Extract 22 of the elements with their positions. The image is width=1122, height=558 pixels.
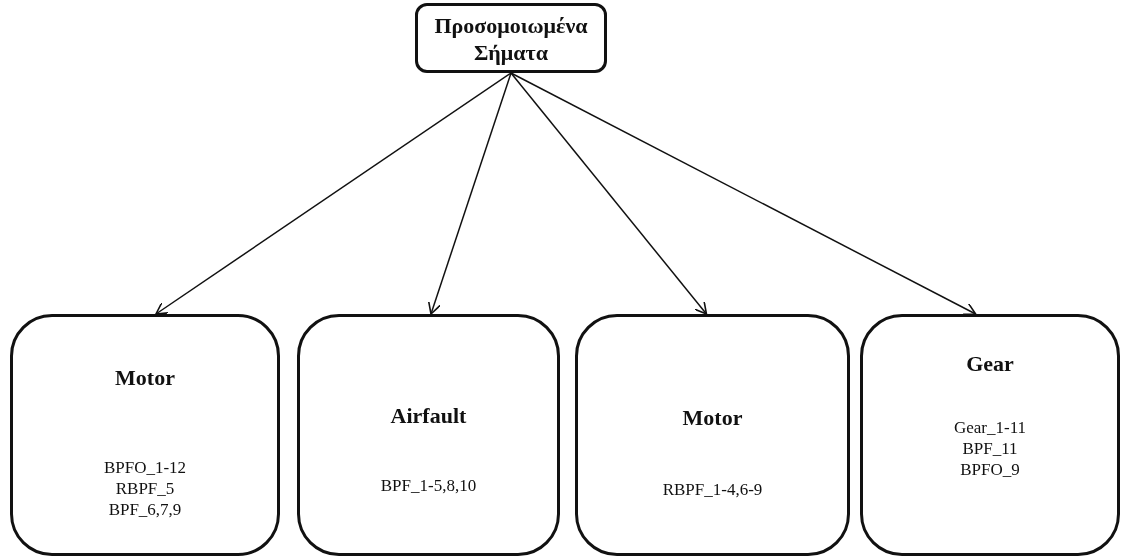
- arrow: [427, 72, 512, 315]
- signal-label: Gear_1-11: [953, 417, 1027, 438]
- signal-label: RBPF_5: [115, 478, 175, 499]
- node-title: Motor: [115, 365, 175, 391]
- node-title: Προσομοιωμένα Σήματα: [433, 12, 589, 66]
- arrow: [510, 72, 977, 316]
- category-box: [10, 314, 280, 556]
- node-title: Motor: [682, 405, 743, 431]
- signal-label: BPFO_9: [960, 459, 1020, 480]
- node-title: Airfault: [390, 403, 467, 429]
- category-box: [860, 314, 1120, 556]
- signal-label: RBPF_1-4,6-9: [662, 479, 763, 500]
- category-box: [575, 314, 850, 556]
- root-box: [415, 3, 607, 73]
- arrow: [155, 72, 512, 315]
- signal-label: BPF_11: [962, 438, 1018, 459]
- category-box: [297, 314, 560, 556]
- signal-label: BPF_6,7,9: [108, 499, 182, 520]
- signal-label: BPF_1-5,8,10: [380, 475, 477, 496]
- signal-label: BPFO_1-12: [103, 457, 187, 478]
- node-title: Gear: [966, 351, 1014, 377]
- arrow: [510, 72, 708, 315]
